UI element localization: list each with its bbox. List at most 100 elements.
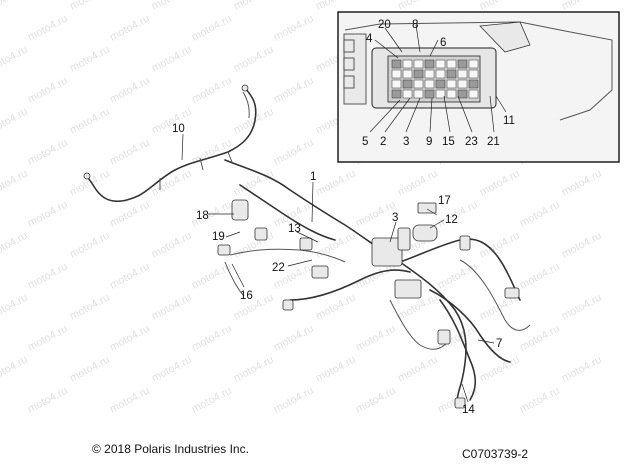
fuse-slot: [402, 59, 413, 69]
fuse-slot: [391, 79, 402, 89]
watermark-text: moto4.ru: [314, 168, 358, 199]
callout-13[interactable]: 13: [288, 223, 301, 235]
watermark-text: moto4.ru: [108, 75, 152, 106]
watermark-text: moto4.ru: [0, 230, 30, 261]
inset-callout-21[interactable]: 21: [487, 136, 500, 148]
inset-callout-4[interactable]: 4: [366, 33, 373, 45]
watermark-text: moto4.ru: [518, 199, 562, 230]
watermark-text: moto4.ru: [68, 168, 112, 199]
copyright-text: © 2018 Polaris Industries Inc.: [92, 442, 249, 456]
inset-callout-3[interactable]: 3: [403, 136, 409, 148]
watermark-text: moto4.ru: [272, 137, 316, 168]
callout-12[interactable]: 12: [445, 214, 458, 226]
watermark-text: moto4.ru: [560, 0, 604, 13]
fuse-slot: [446, 79, 457, 89]
fuse-slot: [402, 69, 413, 79]
fuse-slot: [435, 69, 446, 79]
inset-callout-5[interactable]: 5: [362, 136, 368, 148]
watermark-text: moto4.ru: [560, 292, 604, 323]
watermark-text: moto4.ru: [560, 168, 604, 199]
watermark-text: moto4.ru: [272, 75, 316, 106]
callout-10[interactable]: 10: [172, 123, 185, 135]
fuse-slot: [468, 79, 479, 89]
fuse-slot: [391, 69, 402, 79]
inset-callout-8[interactable]: 8: [412, 19, 418, 31]
watermark-text: moto4.ru: [232, 0, 276, 13]
watermark-text: moto4.ru: [354, 385, 398, 416]
watermark-text: moto4.ru: [396, 168, 440, 199]
watermark-text: moto4.ru: [232, 106, 276, 137]
callout-7[interactable]: 7: [496, 338, 502, 350]
fuse-slot: [435, 59, 446, 69]
inset-callout-6[interactable]: 6: [440, 37, 446, 49]
callout-3[interactable]: 3: [392, 212, 398, 224]
fuse-slot: [468, 69, 479, 79]
fuse-slot: [402, 79, 413, 89]
watermark-text: moto4.ru: [150, 292, 194, 323]
watermark-text: moto4.ru: [190, 323, 234, 354]
inset-callout-23[interactable]: 23: [465, 136, 478, 148]
inset-callout-20[interactable]: 20: [378, 19, 391, 31]
watermark-text: moto4.ru: [560, 354, 604, 385]
callout-16[interactable]: 16: [240, 290, 253, 302]
watermark-text: moto4.ru: [68, 44, 112, 75]
inset-callout-9[interactable]: 9: [426, 136, 432, 148]
watermark-text: moto4.ru: [478, 354, 522, 385]
watermark-text: moto4.ru: [272, 13, 316, 44]
fuse-slot: [391, 89, 402, 99]
watermark-text: moto4.ru: [518, 261, 562, 292]
watermark-text: moto4.ru: [478, 230, 522, 261]
watermark-text: moto4.ru: [478, 168, 522, 199]
watermark-text: moto4.ru: [108, 199, 152, 230]
callout-18[interactable]: 18: [196, 210, 209, 222]
watermark-text: moto4.ru: [232, 292, 276, 323]
fuse-slot: [424, 59, 435, 69]
watermark-text: moto4.ru: [518, 323, 562, 354]
watermark-text: moto4.ru: [150, 354, 194, 385]
watermark-text: moto4.ru: [26, 13, 70, 44]
callout-19[interactable]: 19: [212, 231, 225, 243]
fuse-slot: [424, 69, 435, 79]
watermark-text: moto4.ru: [108, 323, 152, 354]
main-leaders: [181, 133, 495, 403]
callout-1[interactable]: 1: [310, 171, 316, 183]
fuse-slot: [446, 59, 457, 69]
fuse-slot: [468, 59, 479, 69]
watermark-text: moto4.ru: [108, 385, 152, 416]
callout-22[interactable]: 22: [272, 262, 285, 274]
inset-callout-2[interactable]: 2: [380, 136, 386, 148]
watermark-text: moto4.ru: [0, 292, 30, 323]
inset-callout-15[interactable]: 15: [442, 136, 455, 148]
fuse-slot: [424, 79, 435, 89]
watermark-text: moto4.ru: [0, 0, 30, 13]
fuse-slot: [413, 79, 424, 89]
watermark-text: moto4.ru: [26, 261, 70, 292]
inset-callout-11[interactable]: 11: [503, 115, 515, 127]
callout-17[interactable]: 17: [438, 195, 451, 207]
fuse-slot: [468, 89, 479, 99]
callout-14[interactable]: 14: [462, 404, 475, 416]
watermark-text: moto4.ru: [272, 323, 316, 354]
fuse-slot: [424, 89, 435, 99]
watermark-text: moto4.ru: [68, 230, 112, 261]
watermark-text: moto4.ru: [0, 44, 30, 75]
watermark-text: moto4.ru: [108, 261, 152, 292]
watermark-text: moto4.ru: [314, 354, 358, 385]
watermark-text: moto4.ru: [478, 0, 522, 13]
watermark-text: moto4.ru: [354, 323, 398, 354]
fuse-slot: [435, 89, 446, 99]
watermark-text: moto4.ru: [150, 0, 194, 13]
watermark-text: moto4.ru: [190, 261, 234, 292]
watermark-text: moto4.ru: [26, 323, 70, 354]
fuse-slot: [391, 59, 402, 69]
watermark-text: moto4.ru: [26, 75, 70, 106]
diagram-code: C0703739-2: [462, 447, 528, 461]
fuse-slot: [457, 89, 468, 99]
watermark-text: moto4.ru: [560, 230, 604, 261]
fuse-slot: [435, 79, 446, 89]
watermark-text: moto4.ru: [232, 230, 276, 261]
watermark-text: moto4.ru: [0, 168, 30, 199]
fuse-slot: [457, 79, 468, 89]
fuse-slot: [446, 69, 457, 79]
